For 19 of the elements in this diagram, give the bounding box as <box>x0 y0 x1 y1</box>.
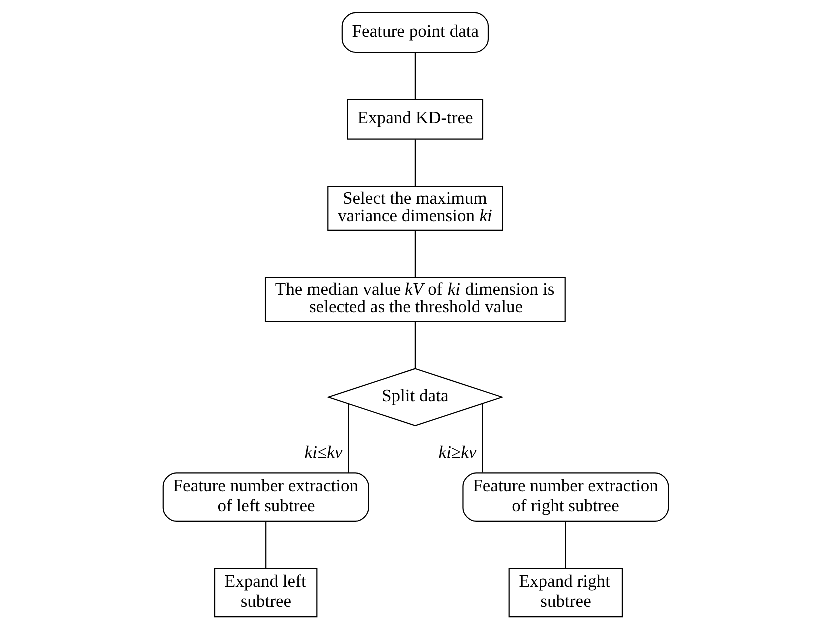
connector <box>414 230 416 278</box>
connector <box>414 140 416 186</box>
edge-label: ki≥kv <box>438 442 476 462</box>
node-box: Feature number extraction of left subtree <box>162 472 369 522</box>
node-box: Expand left subtree <box>214 568 318 618</box>
connector <box>564 522 566 569</box>
node-box: The median value kV of ki dimension is selected as the threshold value <box>264 277 566 322</box>
connector <box>414 52 416 100</box>
connector <box>265 522 266 569</box>
node-box: Expand right subtree <box>508 568 623 618</box>
node-box: Feature point data <box>341 12 489 54</box>
edge-label: ki≤kv <box>304 442 342 462</box>
connector <box>482 404 483 473</box>
connector <box>414 322 416 369</box>
connector <box>348 404 349 473</box>
node-box: Expand KD-tree <box>346 99 484 140</box>
node-box: Feature number extraction of right subtree <box>462 472 669 522</box>
node-box: Select the maximum variance dimension ki <box>327 186 503 231</box>
node-diamond: Split data <box>326 368 504 426</box>
